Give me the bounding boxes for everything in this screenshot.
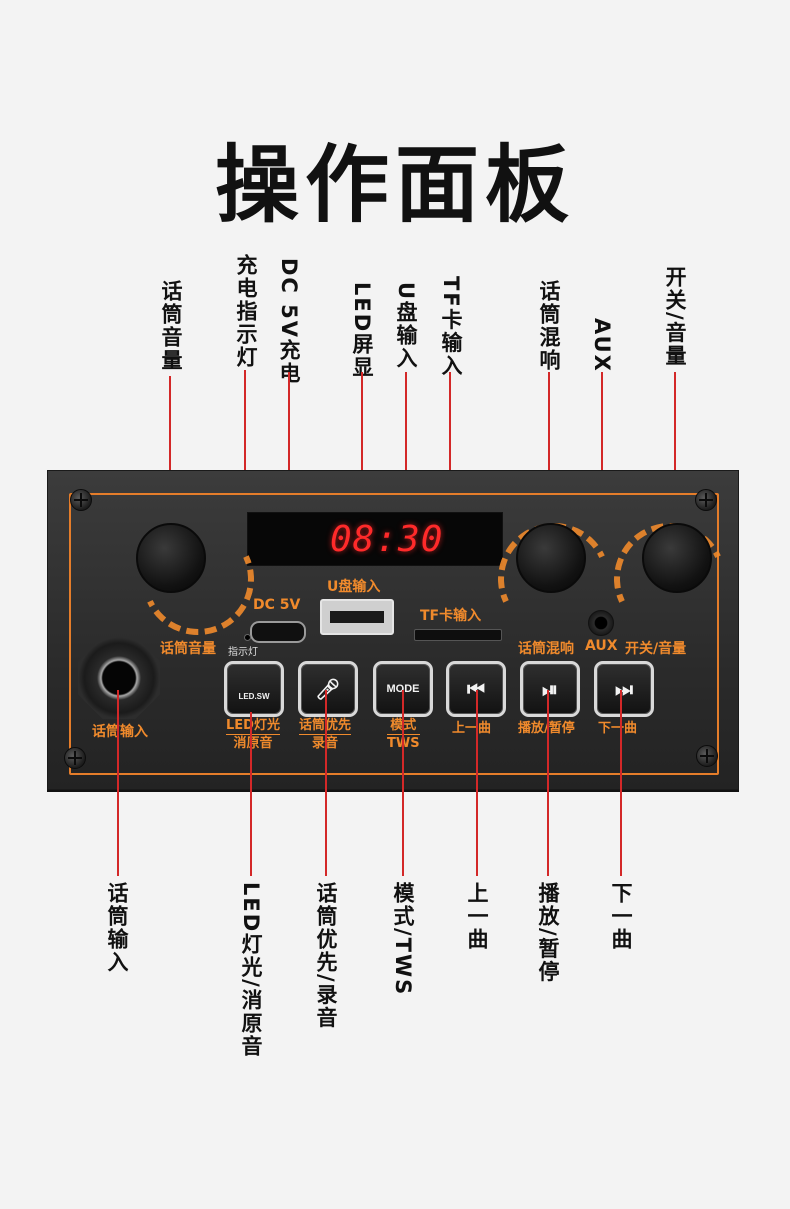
- usb-input-label: U盘输入: [327, 579, 381, 595]
- leader-led-display: [361, 372, 363, 534]
- label-led-light: LED灯光/消原音: [239, 882, 263, 1058]
- label-prev: 上一曲: [465, 882, 489, 951]
- led-button-label: LED灯光 消原音: [226, 718, 280, 751]
- screw-top-right: [695, 489, 717, 511]
- leader-power-volume: [674, 372, 676, 558]
- mode-text: MODE: [386, 683, 420, 695]
- led-sw-text: LED.SW: [238, 691, 270, 701]
- label-aux: AUX: [590, 318, 614, 373]
- control-panel: 08:30 DC 5V 指示灯 U盘输入 TF卡输入 话筒音量 话筒混响 AUX…: [47, 470, 742, 790]
- label-mic-priority: 话筒优先/录音: [314, 882, 338, 1030]
- led-switch-button[interactable]: LED.SW: [224, 661, 284, 717]
- screw-bottom-right: [696, 745, 718, 767]
- panel-frame: [69, 493, 719, 775]
- leader-mic-priority: [325, 690, 327, 876]
- play-pause-button-label: 播放/暂停: [518, 720, 575, 737]
- tf-input-label: TF卡输入: [420, 608, 482, 624]
- label-play-pause: 播放/暂停: [536, 882, 560, 984]
- leader-mic-volume: [169, 376, 171, 556]
- mic-volume-label: 话筒音量: [160, 641, 216, 657]
- indicator-label: 指示灯: [228, 647, 258, 658]
- screw-bottom-left: [64, 747, 86, 769]
- leader-next: [620, 690, 622, 876]
- leader-mode: [402, 690, 404, 876]
- aux-jack[interactable]: [588, 610, 614, 636]
- usb-port[interactable]: [320, 599, 394, 635]
- dc-5v-port[interactable]: [250, 621, 306, 643]
- label-usb-input: U盘输入: [394, 282, 418, 371]
- label-led-display: LED屏显: [350, 282, 374, 380]
- play-pause-button[interactable]: ⏯: [520, 661, 580, 717]
- mic-input-label: 话筒输入: [92, 724, 148, 740]
- page-title: 操作面板: [214, 136, 575, 234]
- mic-priority-button[interactable]: 🎤︎: [298, 661, 358, 717]
- leader-prev: [476, 690, 478, 876]
- mic-input-jack[interactable]: [78, 637, 160, 719]
- mic-echo-knob[interactable]: [516, 523, 586, 593]
- label-mic-echo: 话筒混响: [537, 280, 561, 372]
- label-tf-input: TF卡输入: [439, 276, 463, 378]
- mic-volume-knob[interactable]: [136, 523, 206, 593]
- skip-forward-icon: ⏭: [615, 677, 633, 701]
- next-button[interactable]: ⏭: [594, 661, 654, 717]
- screw-top-left: [70, 489, 92, 511]
- label-power-volume: 开关/音量: [663, 266, 687, 368]
- led-time: 08:30: [330, 519, 444, 560]
- label-mic-input: 话筒输入: [105, 882, 129, 974]
- leader-mic-input: [117, 690, 119, 876]
- play-pause-icon: ⏯: [542, 677, 558, 701]
- tf-card-slot[interactable]: [414, 629, 502, 641]
- dc-5v-label: DC 5V: [253, 597, 301, 613]
- leader-play: [547, 690, 549, 876]
- label-mode-tws: 模式/TWS: [391, 882, 415, 997]
- label-dc-charge: DC 5V充电: [277, 258, 301, 386]
- prev-button-label: 上一曲: [452, 721, 492, 736]
- mic-echo-label: 话筒混响: [518, 641, 574, 657]
- label-charge-indicator: 充电指示灯: [234, 254, 258, 369]
- leader-led-light: [250, 712, 252, 876]
- mode-button[interactable]: MODE: [373, 661, 433, 717]
- leader-mic-echo: [548, 372, 550, 558]
- label-next: 下一曲: [609, 882, 633, 951]
- microphone-icon: 🎤︎: [315, 677, 341, 701]
- led-display: 08:30: [247, 512, 503, 566]
- power-volume-label: 开关/音量: [625, 641, 687, 657]
- power-volume-knob[interactable]: [642, 523, 712, 593]
- next-button-label: 下一曲: [598, 721, 638, 736]
- skip-back-icon: ⏮: [467, 677, 485, 701]
- label-mic-volume: 话筒音量: [159, 280, 183, 372]
- aux-label: AUX: [585, 638, 618, 654]
- charge-indicator-led: [244, 634, 251, 641]
